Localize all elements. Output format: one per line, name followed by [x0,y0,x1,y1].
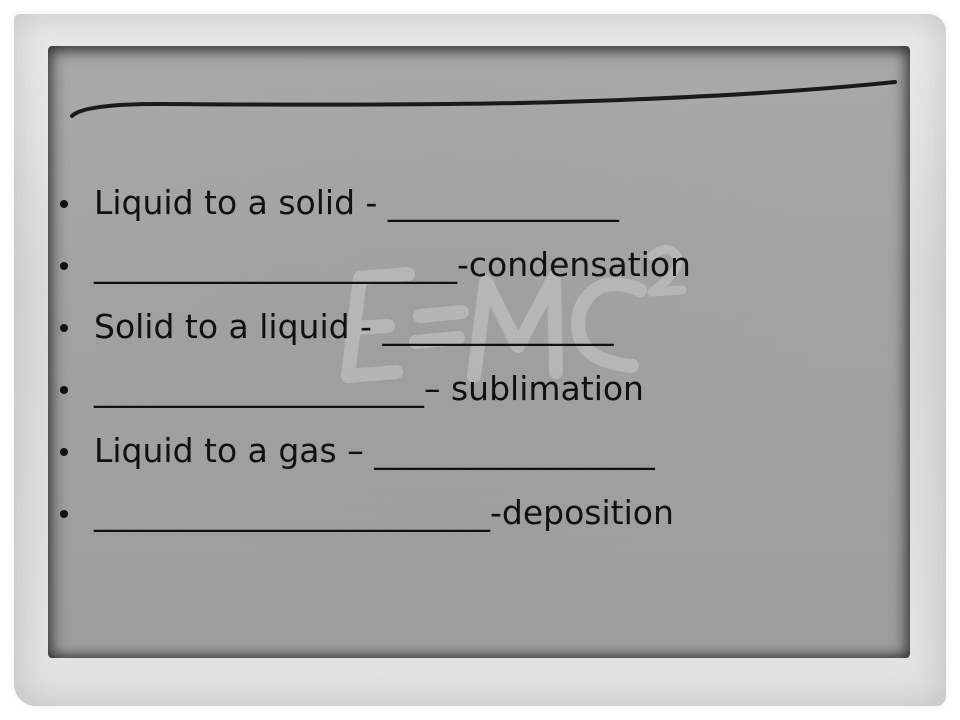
list-item: Solid to a liquid - ______________ [60,300,920,362]
list-item-text: Solid to a liquid - ______________ [94,307,614,346]
bullet-dot-icon [60,324,68,332]
bullet-dot-icon [60,200,68,208]
list-item-text: Liquid to a gas – _________________ [94,431,655,470]
list-item: Liquid to a gas – _________________ [60,424,920,486]
list-item: Liquid to a solid - ______________ [60,176,920,238]
list-item-text: Liquid to a solid - ______________ [94,183,619,222]
list-item: ________________________-deposition [60,486,920,548]
list-item: ______________________-condensation [60,238,920,300]
bullet-dot-icon [60,448,68,456]
list-item-text: ________________________-deposition [94,493,674,532]
list-item-text: ______________________-condensation [94,245,691,284]
bullet-list: Liquid to a solid - ______________ _____… [60,176,920,548]
bullet-dot-icon [60,386,68,394]
chalkboard [48,46,910,658]
title-underline-stroke-icon [70,80,897,118]
bullet-dot-icon [60,510,68,518]
list-item-text: ____________________– sublimation [94,369,644,408]
bullet-dot-icon [60,262,68,270]
emc2-watermark-icon [341,245,687,383]
list-item: ____________________– sublimation [60,362,920,424]
